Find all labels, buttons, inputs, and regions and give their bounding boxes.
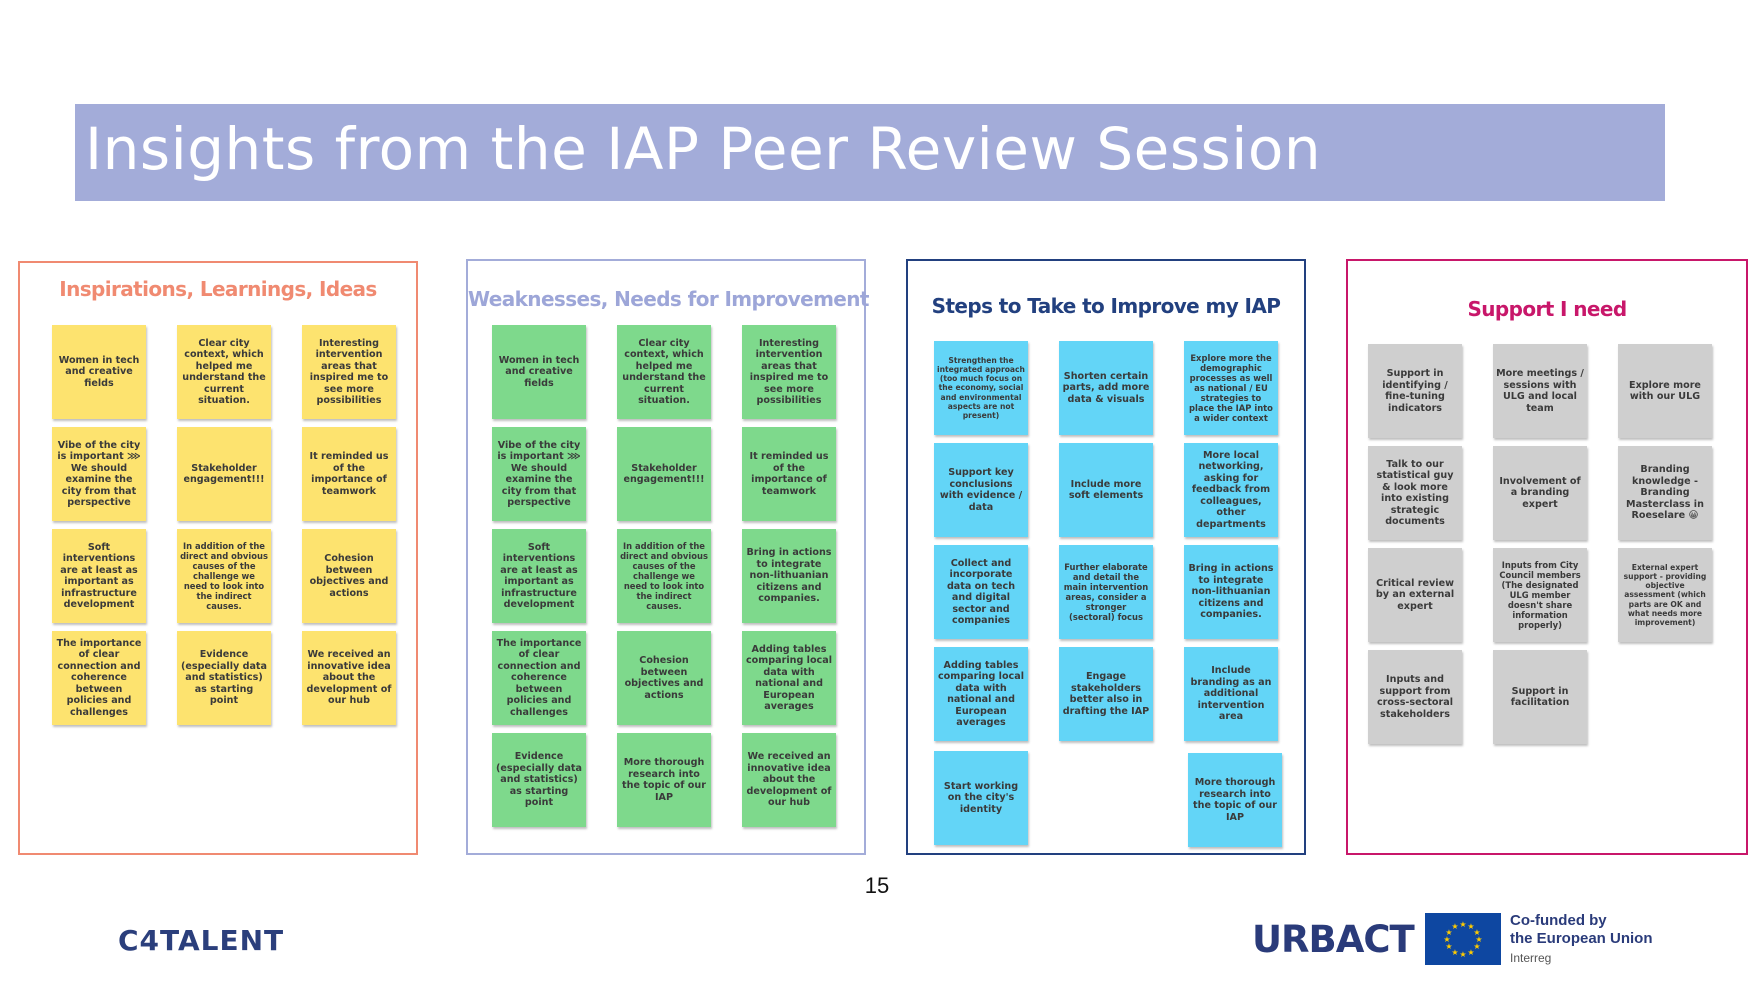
sticky-note: Clear city context, which helped me unde… — [177, 325, 271, 419]
board-title: Support I need — [1467, 297, 1627, 321]
sticky-note: Cohesion between objectives and actions — [302, 529, 396, 623]
sticky-note: It reminded us of the importance of team… — [302, 427, 396, 521]
svg-text:★: ★ — [1473, 942, 1480, 951]
sticky-note: More thorough research into the topic of… — [1188, 753, 1282, 847]
sticky-note: Inputs from City Council members (The de… — [1493, 548, 1587, 642]
svg-text:★: ★ — [1445, 942, 1452, 951]
sticky-note: Start working on the city's identity — [934, 751, 1028, 845]
sticky-note: Soft interventions are at least as impor… — [492, 529, 586, 623]
sticky-note: We received an innovative idea about the… — [302, 631, 396, 725]
board-support: Support I need Support in identifying / … — [1346, 259, 1748, 855]
eu-text-line1: Co-funded by — [1510, 912, 1607, 929]
sticky-note: Vibe of the city is important ⋙ We shoul… — [52, 427, 146, 521]
title-band: Insights from the IAP Peer Review Sessio… — [75, 104, 1665, 201]
sticky-note: In addition of the direct and obvious ca… — [177, 529, 271, 623]
sticky-note: Involvement of a branding expert — [1493, 446, 1587, 540]
sticky-note: The importance of clear connection and c… — [52, 631, 146, 725]
sticky-note: Women in tech and creative fields — [492, 325, 586, 419]
board-title: Steps to Take to Improve my IAP — [931, 294, 1281, 318]
sticky-note: Strengthen the integrated approach (too … — [934, 341, 1028, 435]
svg-text:★: ★ — [1467, 922, 1474, 931]
eu-text-line2: the European Union — [1510, 930, 1653, 947]
sticky-note: Clear city context, which helped me unde… — [617, 325, 711, 419]
page-number: 15 — [864, 873, 890, 898]
sticky-note: Stakeholder engagement!!! — [177, 427, 271, 521]
sticky-note: Support in identifying / fine-tuning ind… — [1368, 344, 1462, 438]
board-steps: Steps to Take to Improve my IAP Strength… — [906, 259, 1306, 855]
svg-text:★: ★ — [1467, 948, 1474, 957]
sticky-note: We received an innovative idea about the… — [742, 733, 836, 827]
sticky-note: It reminded us of the importance of team… — [742, 427, 836, 521]
sticky-note: Inputs and support from cross-sectoral s… — [1368, 650, 1462, 744]
svg-text:★: ★ — [1475, 935, 1482, 944]
sticky-note: More meetings / sessions with ULG and lo… — [1493, 344, 1587, 438]
svg-text:★: ★ — [1473, 928, 1480, 937]
sticky-note: Interesting intervention areas that insp… — [742, 325, 836, 419]
board-title: Inspirations, Learnings, Ideas — [59, 277, 377, 301]
sticky-note: Cohesion between objectives and actions — [617, 631, 711, 725]
slide-title: Insights from the IAP Peer Review Sessio… — [85, 115, 1322, 183]
sticky-note: Interesting intervention areas that insp… — [302, 325, 396, 419]
c4talent-logo: C4TALENT — [118, 924, 285, 957]
sticky-note: The importance of clear connection and c… — [492, 631, 586, 725]
sticky-note: Vibe of the city is important ⋙ We shoul… — [492, 427, 586, 521]
sticky-note: More local networking, asking for feedba… — [1184, 443, 1278, 537]
sticky-note: Women in tech and creative fields — [52, 325, 146, 419]
sticky-note: Soft interventions are at least as impor… — [52, 529, 146, 623]
sticky-note: Explore more the demographic processes a… — [1184, 341, 1278, 435]
sticky-note: Bring in actions to integrate non-lithua… — [742, 529, 836, 623]
sticky-note: Evidence (especially data and statistics… — [177, 631, 271, 725]
board-inspirations: Inspirations, Learnings, Ideas Women in … — [18, 261, 418, 855]
sticky-note: Include more soft elements — [1059, 443, 1153, 537]
sticky-note: More thorough research into the topic of… — [617, 733, 711, 827]
svg-text:★: ★ — [1451, 948, 1458, 957]
sticky-note: Explore more with our ULG — [1618, 344, 1712, 438]
eu-cofunded-text: Co-funded by the European Union — [1510, 912, 1653, 948]
eu-flag-icon: ★ ★ ★ ★ ★ ★ ★ ★ ★ ★ ★ ★ — [1425, 913, 1501, 965]
sticky-note: Adding tables comparing local data with … — [742, 631, 836, 725]
sticky-note: Bring in actions to integrate non-lithua… — [1184, 545, 1278, 639]
sticky-note: Support key conclusions with evidence / … — [934, 443, 1028, 537]
sticky-note: Engage stakeholders better also in draft… — [1059, 647, 1153, 741]
sticky-note: Further elaborate and detail the main in… — [1059, 545, 1153, 639]
sticky-note: Evidence (especially data and statistics… — [492, 733, 586, 827]
sticky-note: Collect and incorporate data on tech and… — [934, 545, 1028, 639]
urbact-logo: URBACT — [1252, 918, 1415, 961]
sticky-note: In addition of the direct and obvious ca… — [617, 529, 711, 623]
sticky-note: Support in facilitation — [1493, 650, 1587, 744]
board-title: Weaknesses, Needs for Improvement — [468, 287, 869, 311]
board-weaknesses: Weaknesses, Needs for Improvement Women … — [466, 259, 869, 855]
svg-text:★: ★ — [1459, 920, 1466, 929]
svg-text:★: ★ — [1451, 922, 1458, 931]
svg-text:★: ★ — [1459, 950, 1466, 959]
sticky-note: Include branding as an additional interv… — [1184, 647, 1278, 741]
sticky-note: Stakeholder engagement!!! — [617, 427, 711, 521]
sticky-note: Branding knowledge - Branding Masterclas… — [1618, 446, 1712, 540]
interreg-label: Interreg — [1510, 951, 1552, 965]
sticky-note: External expert support - providing obje… — [1618, 548, 1712, 642]
sticky-note: Shorten certain parts, add more data & v… — [1059, 341, 1153, 435]
sticky-note: Adding tables comparing local data with … — [934, 647, 1028, 741]
svg-text:★: ★ — [1443, 935, 1450, 944]
svg-text:★: ★ — [1445, 928, 1452, 937]
sticky-note: Critical review by an external expert — [1368, 548, 1462, 642]
sticky-note: Talk to our statistical guy & look more … — [1368, 446, 1462, 540]
